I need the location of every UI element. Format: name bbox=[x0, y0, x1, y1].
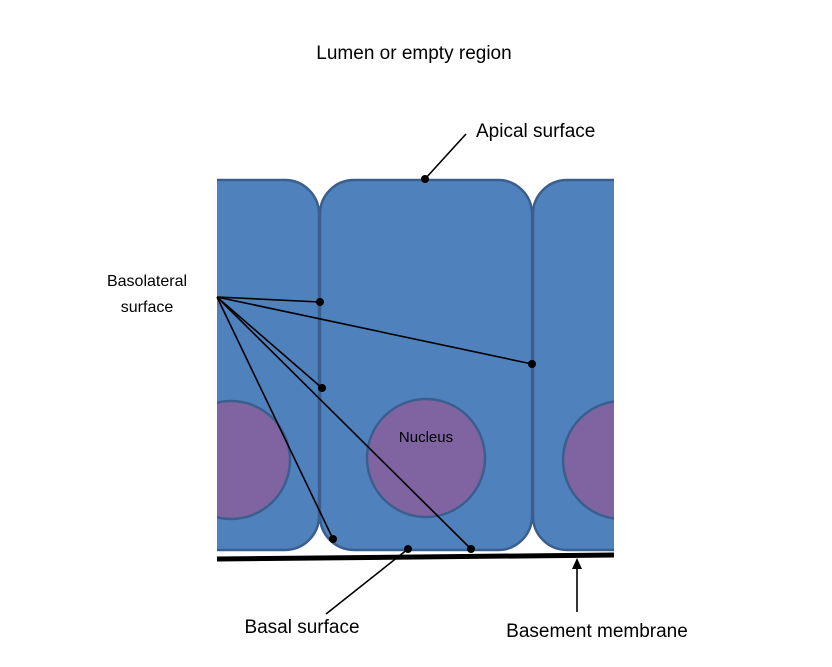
basement-membrane bbox=[216, 552, 615, 562]
basolateral-dot bbox=[316, 298, 324, 306]
basolateral-dot bbox=[318, 384, 326, 392]
middle-nucleus bbox=[365, 397, 487, 519]
basal-surface-label: Basal surface bbox=[244, 617, 359, 638]
basement-membrane-label: Basement membrane bbox=[506, 621, 688, 642]
right-cell bbox=[531, 178, 614, 552]
basolateral-dot bbox=[467, 545, 475, 553]
apical-pointer bbox=[424, 133, 467, 180]
basal-dot bbox=[404, 545, 412, 553]
left-nucleus bbox=[217, 399, 292, 521]
basolateral-label-line2: surface bbox=[121, 299, 174, 316]
basolateral-pointers bbox=[216, 296, 533, 550]
apical-dot bbox=[421, 175, 429, 183]
nucleus-label: Nucleus bbox=[399, 429, 453, 446]
basolateral-dot bbox=[528, 360, 536, 368]
lumen-label: Lumen or empty region bbox=[316, 43, 511, 64]
cell-layer bbox=[217, 178, 614, 552]
arrow-head-icon bbox=[572, 558, 582, 569]
right-nucleus bbox=[561, 400, 614, 520]
basal-pointer bbox=[325, 548, 409, 615]
basolateral-dot bbox=[329, 535, 337, 543]
apical-surface-label: Apical surface bbox=[476, 121, 595, 142]
basolateral-label-line1: Basolateral bbox=[107, 273, 187, 290]
